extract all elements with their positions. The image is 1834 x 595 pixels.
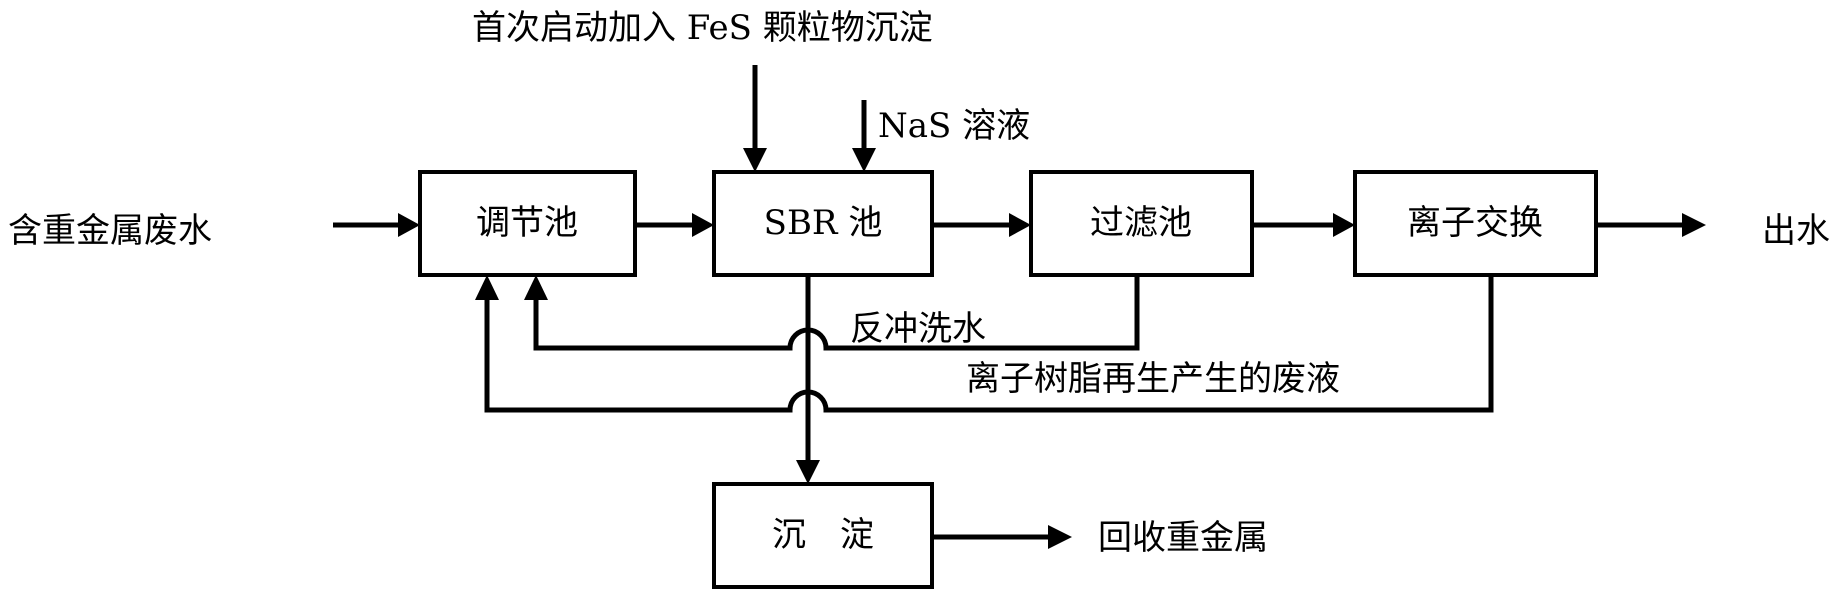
effluent-outflow-arrow [1596, 213, 1706, 237]
nas-input-label: NaS 溶液 [878, 106, 1030, 146]
sedimentation-box [712, 482, 934, 589]
regulating-tank-box [418, 170, 637, 277]
ion-exchange-label: 离子交换 [1407, 203, 1543, 243]
regulating-to-sbr-arrow [635, 213, 714, 237]
filter-tank-label: 过滤池 [1090, 203, 1192, 243]
wastewater-inflow-arrow [333, 213, 420, 237]
effluent-label: 出水 [1762, 211, 1830, 251]
top-input-label: 首次启动加入 FeS 颗粒物沉淀 [472, 8, 933, 48]
backwash-return-line [524, 275, 1140, 351]
nas-feed-arrow [852, 100, 876, 172]
sbr-to-sedimentation-arrow [796, 275, 820, 484]
sedimentation-label: 沉 淀 [772, 515, 874, 555]
backwash-label: 反冲洗水 [850, 309, 986, 349]
recovery-label: 回收重金属 [1098, 518, 1268, 558]
fes-feed-arrow [743, 65, 767, 172]
sbr-tank-label: SBR 池 [764, 203, 883, 243]
recovery-outflow-arrow [932, 525, 1072, 549]
regeneration-waste-label: 离子树脂再生产生的废液 [966, 359, 1340, 399]
regulating-tank-label: 调节池 [476, 203, 578, 243]
filter-tank-box [1029, 170, 1254, 277]
sbr-to-filter-arrow [932, 213, 1031, 237]
wastewater-input-label: 含重金属废水 [8, 211, 212, 251]
filter-to-ion-exchange-arrow [1252, 213, 1355, 237]
regeneration-waste-return-line [475, 275, 1494, 413]
sbr-tank-box [712, 170, 934, 277]
